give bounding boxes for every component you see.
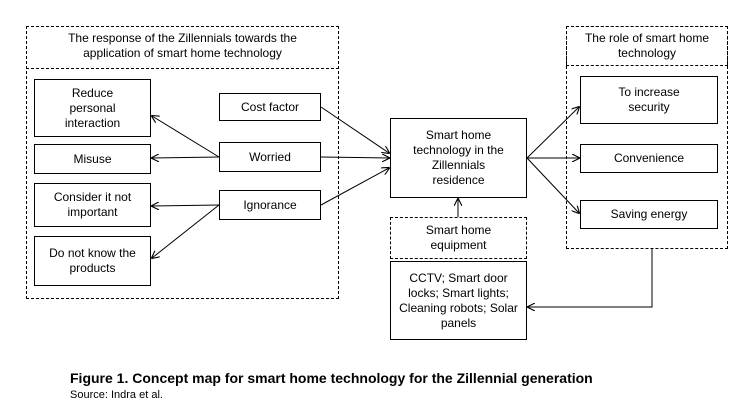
arrow-center-to-security: [526, 107, 579, 159]
figure-caption: Figure 1. Concept map for smart home tec…: [70, 370, 593, 386]
factor-worried: Worried: [219, 142, 321, 172]
arrow-ignorance-to-center: [320, 168, 389, 206]
role-saving-energy: Saving energy: [580, 200, 718, 229]
role-group-title: The role of smart home technology: [584, 31, 710, 60]
role-increase-security: To increase security: [580, 76, 718, 124]
arrow-ignorance-to-not-important: [152, 205, 220, 206]
arrow-ignorance-to-do-not-know: [152, 204, 220, 258]
arrow-cost-to-center: [320, 106, 389, 153]
outcome-reduce-personal-interaction: Reduce personal interaction: [34, 79, 151, 137]
response-group-title-frame: [26, 26, 339, 69]
outcome-misuse: Misuse: [34, 144, 151, 174]
factor-ignorance: Ignorance: [219, 190, 321, 220]
figure-source: Source: Indra et al.: [70, 389, 163, 401]
factor-cost: Cost factor: [219, 93, 321, 121]
equipment-title-box: Smart home equipment: [390, 217, 527, 259]
center-smart-home-technology: Smart home technology in the Zillennials…: [390, 118, 527, 198]
response-group-title: The response of the Zillennials towards …: [68, 31, 297, 60]
equipment-items-box: CCTV; Smart door locks; Smart lights; Cl…: [390, 261, 527, 340]
arrow-worried-to-center: [320, 157, 389, 158]
role-convenience: Convenience: [580, 144, 718, 173]
arrow-worried-to-reduce: [152, 116, 220, 158]
role-group-title-frame: [566, 26, 728, 66]
outcome-consider-not-important: Consider it not important: [34, 183, 151, 227]
arrow-worried-to-misuse: [152, 157, 220, 158]
arrow-center-to-saving: [526, 157, 579, 213]
outcome-do-not-know-products: Do not know the products: [34, 236, 151, 286]
arrow-role-group-to-equipment: [528, 249, 653, 307]
